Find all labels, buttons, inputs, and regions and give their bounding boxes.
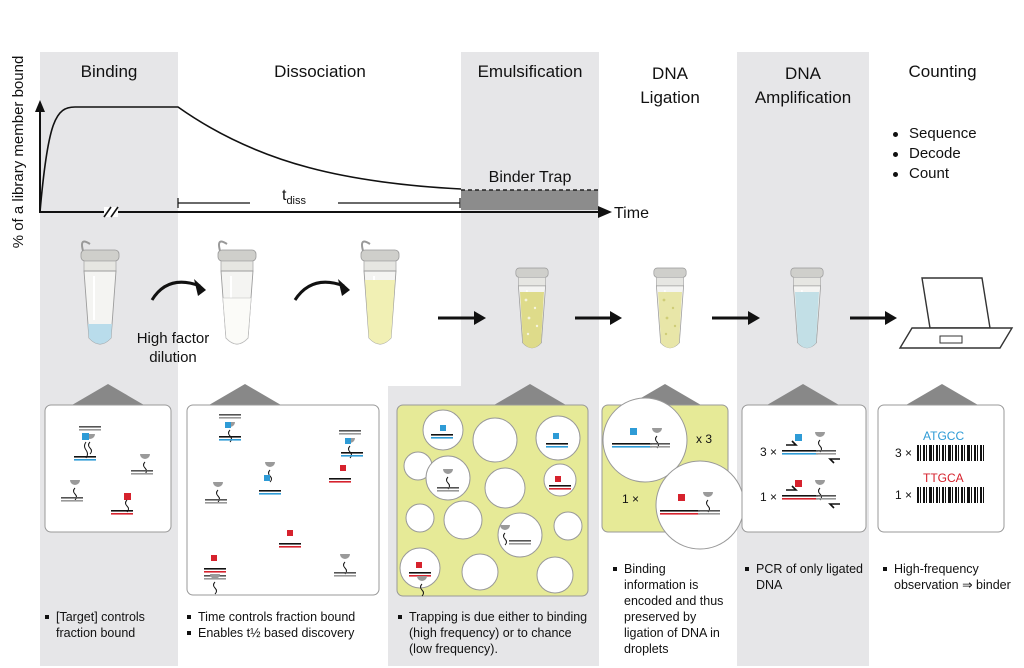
counting-step-decode: Decode: [893, 144, 1009, 164]
tube-emulsion: [514, 267, 550, 349]
t-diss-bracket: [177, 198, 461, 208]
caption-binding-item-1: [Target] controls fraction bound: [45, 609, 178, 641]
t-diss-label: tdiss: [282, 187, 307, 207]
tube-amplification: [789, 267, 825, 349]
curved-arrow-1: [150, 279, 206, 301]
pcr-bottom-multiplier: 1 ×: [760, 490, 777, 504]
counting-step-sequence: Sequence: [893, 124, 1009, 144]
caption-dissociation: Time controls fraction bound Enables t½ …: [186, 609, 386, 641]
tube-dissociation-2: [360, 240, 400, 345]
caption-emulsification-item-1: Trapping is due either to binding (high …: [398, 609, 591, 657]
caption-dissociation-item-1: Time controls fraction bound: [187, 609, 386, 625]
ligation-droplets-panel: [601, 397, 745, 550]
dilution-label: High factor dilution: [130, 329, 216, 367]
stage-title-dna-amplification-line1: DNA: [785, 64, 821, 83]
sequence-2: TTGCA: [923, 471, 964, 485]
tube-binding: [80, 240, 120, 345]
ligation-bottom-multiplier: 1 ×: [622, 492, 639, 506]
dna-amplification-column-bg: [737, 52, 869, 666]
counting-steps-list: Sequence Decode Count: [889, 124, 1009, 184]
fraction-bound-curve: [39, 106, 462, 213]
caption-amplification-item-1: PCR of only ligated DNA: [745, 562, 864, 592]
stage-title-dna-ligation-line2: Ligation: [640, 88, 700, 107]
counting-step-count: Count: [893, 164, 1009, 184]
stage-title-dna-ligation: DNA Ligation: [605, 62, 735, 110]
caption-counting: High-frequency observation ⇒ binder: [882, 561, 1012, 593]
count-multiplier-1: 3 ×: [895, 446, 912, 460]
stage-title-counting: Counting: [908, 62, 977, 81]
y-axis-label: % of a library member bound: [10, 56, 27, 249]
axis-break-mark: [103, 206, 119, 218]
binding-column-bg: [40, 52, 178, 666]
stage-title-dna-amplification: DNA Amplification: [737, 62, 869, 110]
binder-trap-label: Binder Trap: [489, 169, 572, 186]
caption-dissociation-item-2: Enables t½ based discovery: [187, 625, 386, 641]
counting-detail-panel: [877, 404, 1005, 533]
y-axis-arrowhead: [35, 100, 45, 112]
x-axis-label: Time: [614, 205, 649, 222]
curved-arrow-2: [293, 279, 350, 301]
binding-detail-panel: [44, 404, 172, 533]
arrow-to-counting: [850, 311, 897, 325]
tube-dissociation-1: [217, 240, 257, 345]
zoom-triangles: [72, 384, 978, 405]
caption-ligation: Binding information is encoded and thus …: [612, 561, 730, 657]
dissociation-detail-panel: [186, 404, 380, 596]
caption-emulsification: Trapping is due either to binding (high …: [397, 609, 591, 657]
arrow-to-emulsification: [438, 311, 486, 325]
stage-title-emulsification: Emulsification: [477, 62, 583, 81]
tube-ligation: [652, 267, 688, 349]
count-multiplier-2: 1 ×: [895, 488, 912, 502]
arrow-to-ligation: [575, 311, 622, 325]
sequence-1: ATGCC: [923, 429, 964, 443]
pcr-detail-panel: [741, 404, 867, 533]
laptop-icon: [899, 277, 1013, 349]
arrow-to-amplification: [712, 311, 760, 325]
stage-title-dna-amplification-line2: Amplification: [754, 88, 852, 107]
dilution-label-line1: High factor: [136, 330, 210, 347]
stage-title-binding: Binding: [80, 62, 138, 81]
binder-trap-band: [461, 190, 598, 210]
caption-counting-item-1: High-frequency observation ⇒ binder: [883, 562, 1011, 592]
stage-title-dna-ligation-line1: DNA: [652, 64, 688, 83]
emulsion-droplets-panel: [396, 404, 589, 597]
dilution-label-line2: dilution: [149, 349, 197, 366]
pcr-top-multiplier: 3 ×: [760, 445, 777, 459]
caption-binding: [Target] controls fraction bound: [44, 609, 178, 641]
ligation-top-multiplier: x 3: [696, 432, 712, 446]
caption-amplification: PCR of only ligated DNA: [744, 561, 864, 593]
stage-title-dissociation: Dissociation: [274, 62, 366, 81]
caption-ligation-item-1: Binding information is encoded and thus …: [613, 561, 730, 657]
x-axis-arrowhead: [598, 206, 612, 218]
